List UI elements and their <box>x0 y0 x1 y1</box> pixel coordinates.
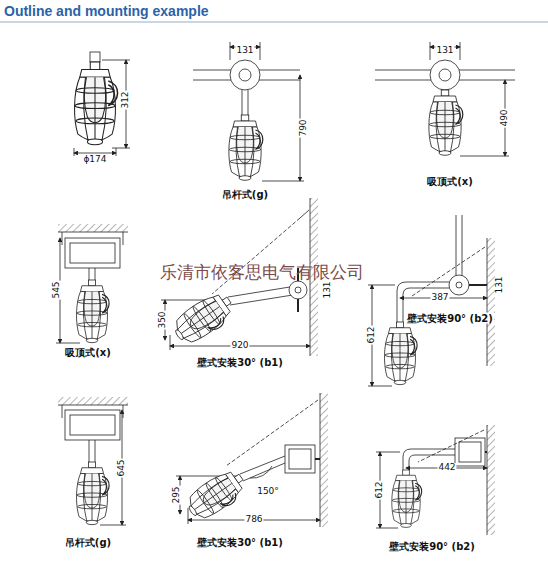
caption-text: 壁式安装30° (b1) <box>196 357 284 368</box>
dimension-value: 295 <box>172 485 182 504</box>
dimension-value: 387 <box>430 293 449 303</box>
dimension-value: 786 <box>244 515 263 525</box>
dimension-value: 131 <box>235 46 254 56</box>
caption-text: 吊杆式(g) <box>221 189 269 200</box>
dimension-value: 790 <box>299 118 309 137</box>
dimension-value: 490 <box>500 108 510 127</box>
dimension-value: ϕ174 <box>82 155 107 165</box>
dimension-value: 612 <box>367 325 377 344</box>
page-heading: Outline and mounting example <box>4 3 209 19</box>
dimension-value: 150° <box>256 487 280 497</box>
caption-text: 壁式安装90° (b2) <box>388 541 476 552</box>
dimension-value: 350 <box>158 310 168 329</box>
caption-text: 吸顶式(x) <box>426 176 474 187</box>
caption-text: 吊杆式(g) <box>64 537 112 548</box>
dimension-value: 442 <box>437 463 456 473</box>
dimension-value: 920 <box>230 341 249 351</box>
caption-text: 吸顶式(x) <box>64 347 112 358</box>
watermark-text: 乐清市依客思电气有限公司 <box>159 263 365 282</box>
caption-text: 壁式安装90° (b2) <box>406 313 494 324</box>
dimension-value: 131 <box>435 46 454 56</box>
dimension-value: 312 <box>121 90 131 109</box>
dimension-value: 612 <box>375 480 385 499</box>
dimension-value: 131 <box>323 280 333 299</box>
dimension-value: 645 <box>117 458 127 477</box>
dimension-value: 131 <box>495 275 505 294</box>
caption-text: 壁式安装30° (b1) <box>196 537 284 548</box>
dimension-value: 545 <box>52 280 62 299</box>
